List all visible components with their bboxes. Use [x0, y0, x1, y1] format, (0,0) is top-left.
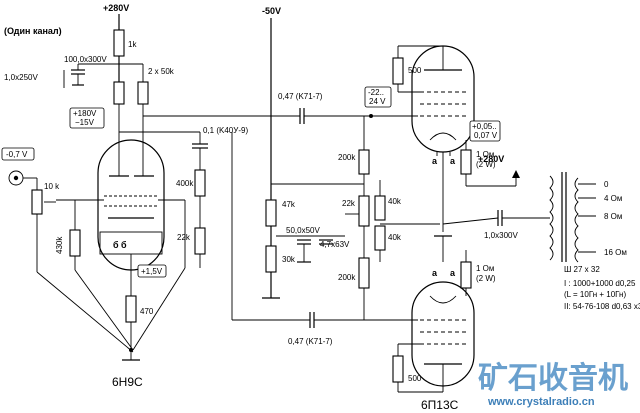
voltage-bubble-grid: [469, 120, 501, 142]
resistor-22k-left: [194, 227, 206, 255]
transformer-winding1-label: I : 1000+1000 d0,25: [564, 279, 636, 288]
r-10k-label: 10 k: [44, 182, 60, 191]
potentiometer-22k: [358, 195, 370, 227]
pin-a3-label: a: [432, 268, 438, 278]
wire: [442, 217, 499, 225]
transformer-inductance-label: (L = 10Гн + 10Гн): [564, 290, 626, 299]
v-input-label: -0,7 V: [6, 150, 28, 159]
resistor-50k-b: [113, 81, 125, 105]
r-40k-bot-label: 40k: [388, 233, 402, 242]
r-200k-top-label: 200k: [338, 153, 356, 162]
transformer-core-label: Ш 27 x 32: [564, 265, 600, 274]
r-30k-label: 30k: [282, 255, 296, 264]
pin-a4-label: a: [450, 268, 456, 278]
resistor-1om-top: [460, 149, 472, 175]
tube-left-envelope: [97, 139, 165, 271]
r-47k-label: 47k: [282, 200, 296, 209]
c-50x50-label: 50,0x50V: [286, 226, 320, 235]
c-047-top-label: 0,47 (K71-7): [278, 92, 323, 101]
v-cathode-label: +1,5V: [141, 267, 163, 276]
c-1x300-label: 1,0x300V: [484, 231, 518, 240]
resistor-500-top: [392, 57, 404, 85]
c-1x250-label: 1,0x250V: [4, 73, 38, 82]
v-minus15-label: −15V: [75, 118, 95, 127]
resistor-40k-top: [374, 195, 386, 221]
r-1om-bot-label: 1 Ом: [476, 264, 494, 273]
tube-bot-filament: [429, 295, 457, 304]
watermark-logo-cn: 矿石收音机: [478, 361, 628, 395]
c-047-bot-label: 0,47 (K71-7): [288, 337, 333, 346]
wire: [74, 269, 134, 351]
title-single-channel: (Один канал): [4, 26, 62, 36]
resistor-200k-top: [358, 149, 370, 175]
r-470-label: 470: [140, 307, 154, 316]
resistor-430k: [69, 229, 81, 257]
pin-a1-label: a: [432, 156, 438, 166]
resistor-50k-a: [137, 81, 149, 105]
r-500-bot-label: 500: [408, 374, 422, 383]
potentiometer-10k: [31, 189, 43, 215]
resistor-40k-bot: [374, 225, 386, 251]
r-430k-label: 430k: [55, 236, 64, 254]
resistor-1k: [113, 29, 125, 57]
resistor-500-bot: [392, 355, 404, 383]
output-16-ohm-label: 16 Ом: [604, 248, 627, 257]
tube-left-label: 6Н9С: [112, 375, 143, 389]
resistor-1om-bot: [460, 261, 472, 289]
tube-top-filament: [429, 132, 457, 141]
tube-right-label: 6П13С: [421, 398, 459, 412]
v-plus180-label: +180V: [73, 109, 97, 118]
output-4-ohm-label: 4 Ом: [604, 194, 622, 203]
v-bias-a-label: -22..: [368, 88, 384, 97]
resistor-30k: [265, 245, 277, 273]
supply-minus-50-label: -50V: [262, 6, 281, 16]
r-1om-top-w-label: (2 W): [476, 160, 496, 169]
v-grid-a-label: +0,05..: [472, 122, 497, 131]
transformer-winding2-label: II: 54-76-108 d0,63 x3: [564, 302, 640, 311]
input-jack-center: [13, 175, 19, 181]
r-500-top-label: 500: [408, 66, 422, 75]
r-1om-top-label: 1 Ом: [476, 150, 494, 159]
c-47x63-label: 4,7x63V: [320, 240, 350, 249]
r-1k-label: 1k: [128, 40, 137, 49]
voltage-bubble-input: [1, 147, 35, 161]
junction-dot: [129, 348, 133, 352]
wire: [132, 267, 186, 351]
voltage-bubble-bias: [364, 86, 392, 108]
transformer-primary: [549, 175, 554, 261]
voltage-bubble-plate: [69, 107, 105, 129]
r-200k-bot-label: 200k: [338, 273, 356, 282]
v-bias-b-label: 24 V: [369, 97, 386, 106]
wire: [36, 271, 134, 353]
r-22k-mid-label: 22k: [342, 199, 356, 208]
c-100x300-label: 100,0x300V: [64, 55, 107, 64]
junction-dot: [369, 114, 373, 118]
watermark-url: www.crystalradio.cn: [487, 396, 595, 408]
r-40k-top-label: 40k: [388, 197, 402, 206]
arrow-up-icon: [512, 170, 520, 178]
r-1om-bot-w-label: (2 W): [476, 274, 496, 283]
output-0-label: 0: [604, 180, 609, 189]
supply-plus-280-label: +280V: [103, 3, 129, 13]
supply-out-label: +280V: [478, 154, 504, 164]
voltage-bubble-cathode: [137, 264, 167, 278]
resistor-200k-bot: [358, 257, 370, 289]
transformer-secondary: [574, 177, 579, 263]
r-2x50k-label: 2 x 50k: [148, 67, 175, 76]
resistor-47k: [265, 199, 277, 227]
output-8-ohm-label: 8 Ом: [604, 212, 622, 221]
r-400k-label: 400k: [176, 179, 194, 188]
tube-left-pin-label: б б: [113, 240, 127, 250]
resistor-400k: [194, 169, 206, 197]
v-grid-b-label: 0,07 V: [474, 131, 498, 140]
c-01-label: 0,1 (K40У-9): [203, 126, 248, 135]
resistor-470: [125, 295, 137, 323]
pin-a2-label: a: [450, 156, 456, 166]
r-22k-left-label: 22k: [177, 233, 191, 242]
tube-left-heater-box: [99, 231, 163, 255]
